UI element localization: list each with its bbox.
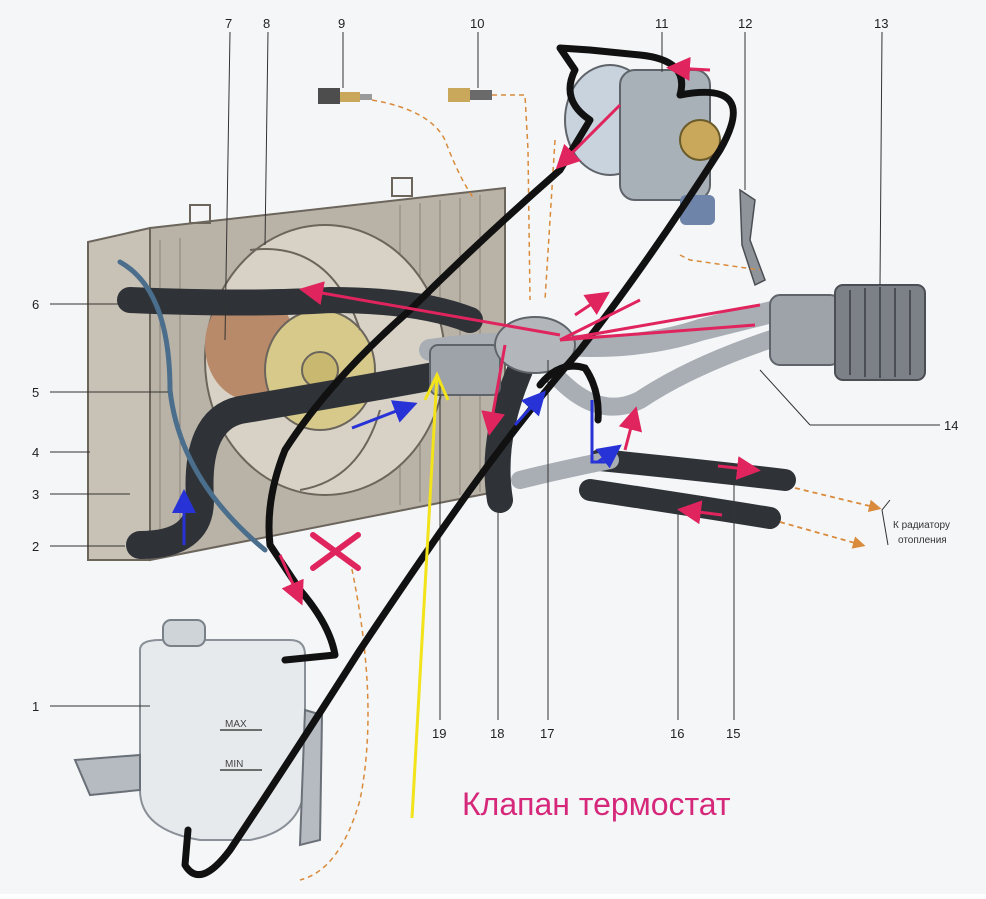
- callout-1: 1: [32, 699, 39, 714]
- callout-4: 4: [32, 445, 39, 460]
- sensor-wires: [299, 94, 761, 881]
- callout-8: 8: [263, 16, 270, 31]
- caption-thermostat-valve: Клапан термостат: [462, 786, 731, 822]
- tank-min-mark: MIN: [225, 759, 243, 770]
- sensor-10: [448, 88, 492, 102]
- yellow-arrowhead: [423, 371, 450, 401]
- pink-x-mark: [310, 532, 361, 571]
- callout-14: 14: [944, 418, 958, 433]
- tank-max-mark: MAX: [225, 719, 247, 730]
- heater-note-line1: К радиатору: [893, 520, 950, 531]
- callout-9: 9: [338, 16, 345, 31]
- callout-leaders: [50, 31, 940, 720]
- heater-note-line2: отопления: [898, 535, 947, 546]
- callout-3: 3: [32, 487, 39, 502]
- callout-6: 6: [32, 297, 39, 312]
- pink-flow-arrows: [278, 56, 761, 606]
- black-marker-bypass: [536, 362, 602, 424]
- bracket: [739, 188, 766, 287]
- callout-13: 13: [874, 16, 888, 31]
- expansion-tank: MAX MIN: [73, 619, 324, 847]
- callout-19: 19: [432, 726, 446, 741]
- callout-10: 10: [470, 16, 484, 31]
- callout-5: 5: [32, 385, 39, 400]
- radiator-fan: [204, 224, 446, 496]
- callout-2: 2: [32, 539, 39, 554]
- water-pump: [769, 284, 926, 381]
- heater-bracket: [881, 499, 891, 546]
- sensor-9: [318, 88, 372, 104]
- blue-flow-arrows: [172, 390, 622, 545]
- callout-16: 16: [670, 726, 684, 741]
- callout-numbers: 1 2 3 4 5 6 7 8 9 10 11 12 13 14 15 16 1…: [32, 16, 958, 741]
- callout-17: 17: [540, 726, 554, 741]
- callout-12: 12: [738, 16, 752, 31]
- callout-18: 18: [490, 726, 504, 741]
- callout-15: 15: [726, 726, 740, 741]
- callout-7: 7: [225, 16, 232, 31]
- yellow-marker-line: [410, 374, 439, 819]
- callout-11: 11: [655, 16, 669, 31]
- thermostat: [429, 316, 576, 396]
